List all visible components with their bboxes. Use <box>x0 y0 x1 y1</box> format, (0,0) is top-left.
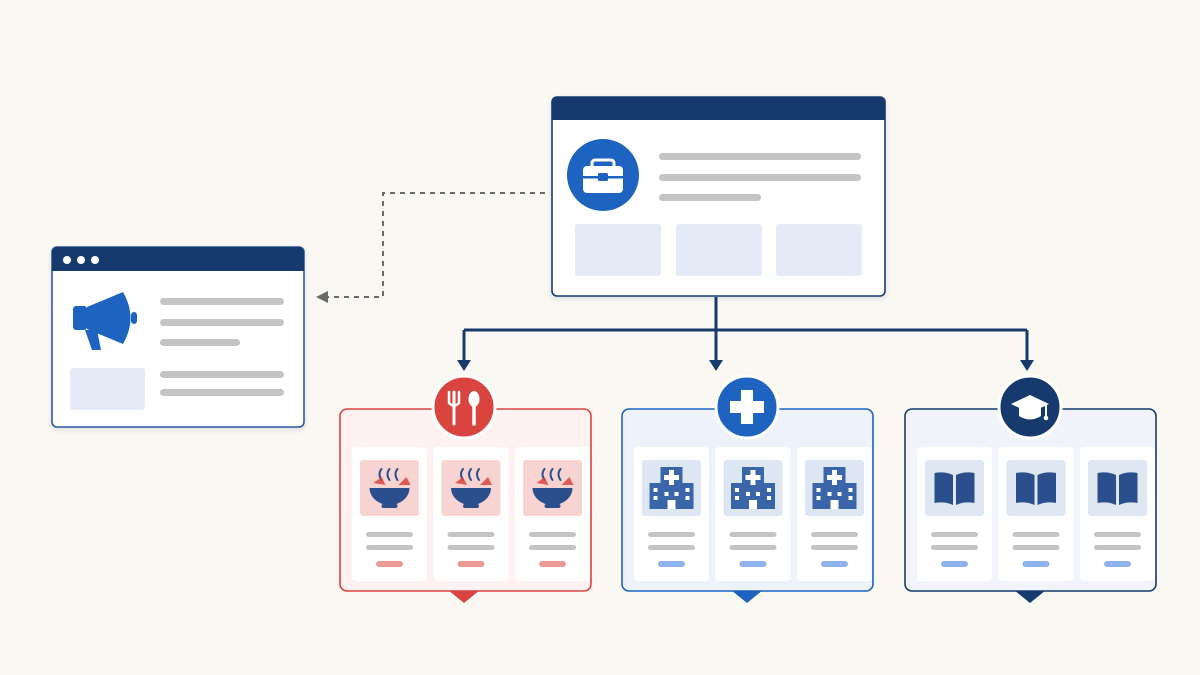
group-pointer <box>448 590 480 603</box>
utensils-icon <box>431 374 497 440</box>
item-tag-pill <box>739 561 767 567</box>
item-tag-pill <box>376 561 403 567</box>
placeholder-tile <box>776 224 862 276</box>
group-pointer <box>731 590 763 603</box>
placeholder-tile <box>70 368 145 410</box>
graduation-cap-icon <box>997 374 1063 440</box>
placeholder-tile <box>575 224 661 276</box>
group-education <box>904 374 1157 603</box>
item-tag-pill <box>658 561 685 567</box>
item-tag-pill <box>1104 561 1131 567</box>
ad-window-text-lines <box>160 298 284 396</box>
item-tag-pill <box>821 561 848 567</box>
list-item <box>515 447 590 581</box>
group-pointer <box>1014 590 1046 603</box>
group-food <box>339 374 592 603</box>
list-item <box>715 447 791 581</box>
arrowhead-health <box>709 360 723 371</box>
dashed-connector <box>328 192 545 298</box>
category-groups <box>339 374 1157 603</box>
ad-window-titlebar <box>52 247 304 271</box>
list-item <box>352 447 427 581</box>
window-dots <box>63 256 99 264</box>
briefcase-icon <box>567 139 639 211</box>
tree-connector <box>462 297 1029 362</box>
arrowhead-education <box>1020 360 1034 371</box>
list-item <box>1080 447 1155 581</box>
item-tag-pill <box>457 561 485 567</box>
list-item <box>634 447 709 581</box>
item-image-tile <box>1006 460 1066 516</box>
item-tag-pill <box>1022 561 1050 567</box>
medical-cross-icon <box>714 374 780 440</box>
group-health <box>621 374 874 603</box>
list-item <box>433 447 509 581</box>
main-window-tiles <box>575 224 862 276</box>
dashed-connector-arrowhead <box>316 291 328 303</box>
list-item <box>797 447 872 581</box>
item-image-tile <box>925 460 984 516</box>
connectors <box>316 192 1034 371</box>
arrowhead-food <box>457 360 471 371</box>
item-tag-pill <box>539 561 566 567</box>
main-window-text-lines <box>659 153 861 201</box>
list-item <box>917 447 992 581</box>
megaphone-icon <box>73 292 137 350</box>
item-image-tile <box>1088 460 1147 516</box>
main-window-titlebar <box>552 97 885 120</box>
item-tag-pill <box>941 561 968 567</box>
placeholder-tile <box>676 224 762 276</box>
list-item <box>998 447 1074 581</box>
